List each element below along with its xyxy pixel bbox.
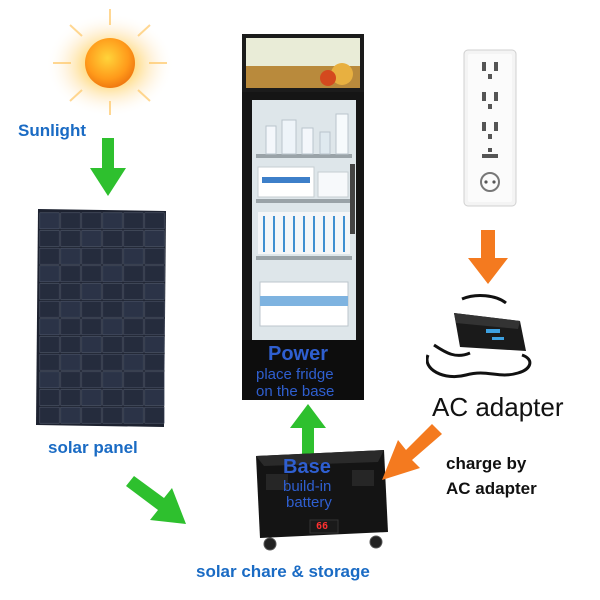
arrow-base-to-fridge [290,404,326,456]
charge-line1: charge by [446,454,527,473]
power-title: Power [268,343,329,365]
power-line1: place fridge [256,366,334,383]
base-line2: battery [286,494,332,511]
ac-adapter-label: AC adapter [432,392,564,422]
base-title: Base [283,456,331,478]
ac-adapter-image [426,293,536,383]
charge-line2: AC adapter [446,479,537,498]
base-display: 66 [316,521,329,532]
arrow-sun-to-panel [90,138,126,196]
arrow-strip-to-adapter [468,230,508,284]
battery-base-image [252,448,392,554]
base-line1: build-in [283,478,332,495]
power-line2: on the base [256,383,335,400]
arrow-panel-to-storage [126,476,192,528]
solar-panel-label: solar panel [48,438,138,457]
arrow-adapter-to-base [380,424,442,484]
sunlight-label: Sunlight [18,121,86,140]
sun-icon [45,5,175,115]
solar-panel-image [36,209,168,427]
power-strip-image [460,48,520,210]
fridge-image [242,34,368,400]
storage-label: solar chare & storage [196,562,370,581]
